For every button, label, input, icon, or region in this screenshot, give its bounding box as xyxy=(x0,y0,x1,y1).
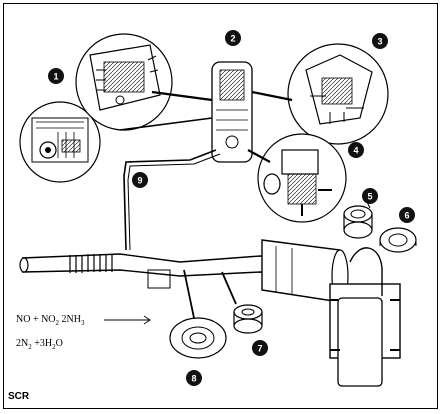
callout-7: 7 xyxy=(252,340,268,356)
formula-sub-4: 2 xyxy=(52,343,56,351)
callout-3: 3 xyxy=(372,33,388,49)
sleeve-7 xyxy=(233,304,263,334)
callout-7-label: 7 xyxy=(257,344,262,354)
clamp-ring-8 xyxy=(169,317,227,359)
callout-2-label: 2 xyxy=(230,34,235,44)
callout-4: 4 xyxy=(348,142,364,158)
callout-8-label: 8 xyxy=(191,374,196,384)
seal-ring-6 xyxy=(379,227,417,253)
callout-5-label: 5 xyxy=(367,192,372,202)
reaction-formula-line1: NO + NO2 2NH3 xyxy=(16,314,84,327)
callout-9-label: 9 xyxy=(137,176,142,186)
callout-1-label: 1 xyxy=(53,72,58,82)
diagram-title-label: SCR xyxy=(8,391,30,402)
supply-line-9 xyxy=(123,149,221,251)
silencer-assembly xyxy=(329,247,401,387)
formula-sub-2: 3 xyxy=(80,319,85,327)
callout-4-label: 4 xyxy=(353,146,358,156)
formula-reactant-2: 2NH xyxy=(59,314,81,325)
callout-6: 6 xyxy=(399,207,415,223)
callout-9: 9 xyxy=(132,172,148,188)
dosing-module-2 xyxy=(211,61,253,163)
reaction-arrow xyxy=(104,315,151,325)
callout-3-label: 3 xyxy=(377,37,382,47)
gasket-5 xyxy=(343,205,373,239)
formula-product-3: O xyxy=(55,338,63,349)
reaction-formula-line2: 2N2 +3H2O xyxy=(16,338,63,351)
detail-view-1-lower xyxy=(19,101,101,183)
formula-sub-1: 2 xyxy=(55,319,60,327)
formula-product-2: +3H xyxy=(31,338,53,349)
detail-view-4 xyxy=(257,133,347,223)
formula-product-1: 2N xyxy=(16,338,29,349)
leader-lines xyxy=(119,90,293,163)
formula-reactant-1: NO + NO xyxy=(16,314,56,325)
diagram-frame xyxy=(3,3,438,409)
callout-2: 2 xyxy=(225,30,241,46)
callout-6-label: 6 xyxy=(404,211,409,221)
callout-5: 5 xyxy=(362,188,378,204)
callout-1: 1 xyxy=(48,68,64,84)
detail-view-3 xyxy=(287,43,389,145)
callout-8: 8 xyxy=(186,370,202,386)
formula-sub-3: 2 xyxy=(28,343,32,351)
detail-view-1-upper xyxy=(75,33,173,131)
